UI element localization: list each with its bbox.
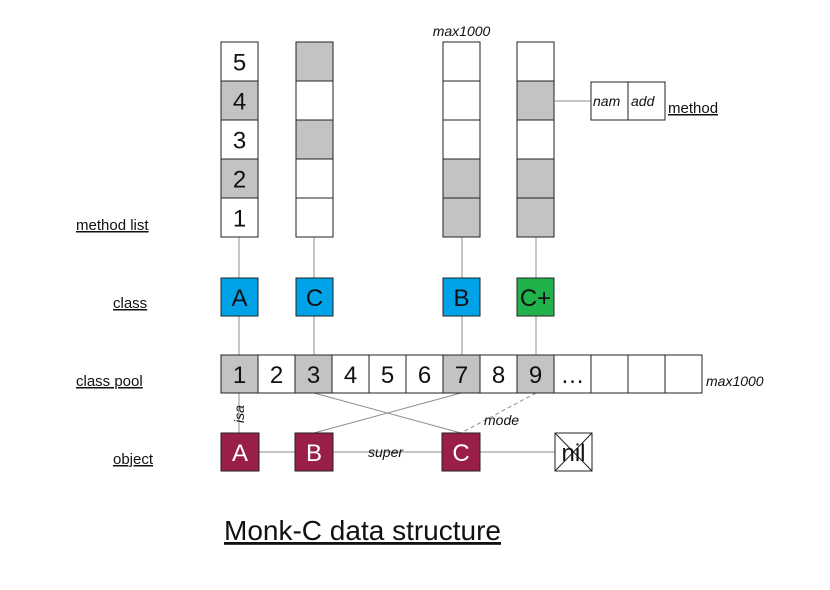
method-detail-label: method	[668, 100, 718, 117]
class-box-label: C	[306, 285, 323, 312]
row-label-class-pool: class pool	[76, 373, 143, 390]
nil-text: nil	[561, 440, 585, 467]
method-slot	[516, 80, 555, 121]
class-pool-slot-number: 6	[418, 362, 431, 389]
class-box	[220, 277, 259, 317]
method-slot	[442, 197, 481, 238]
class-pool-slot	[627, 354, 666, 394]
class-box-label: A	[231, 285, 247, 312]
edge-label-super: super	[368, 444, 404, 460]
class-pool-slot	[553, 354, 592, 394]
class-box	[516, 277, 555, 317]
method-slot-number: 5	[233, 50, 246, 77]
class-boxes: A C B C+	[220, 277, 555, 317]
method-detail: nam add method	[590, 81, 718, 121]
method-slot	[220, 158, 259, 199]
class-pool-slot	[516, 354, 555, 394]
method-slot	[516, 158, 555, 199]
object-box	[294, 432, 334, 472]
method-slot-number: 2	[233, 167, 246, 194]
method-detail-name-cell	[590, 81, 629, 121]
class-pool-slot	[479, 354, 518, 394]
class-pool-slot-number: …	[561, 362, 585, 389]
method-slot	[442, 80, 481, 121]
method-slot	[442, 119, 481, 160]
method-slot	[295, 80, 334, 121]
class-box	[442, 277, 481, 317]
method-slot	[295, 119, 334, 160]
method-slot	[442, 158, 481, 199]
class-pool-slot-number: 9	[529, 362, 542, 389]
object-box-label: A	[232, 440, 248, 467]
class-pool-slot-number: 4	[344, 362, 357, 389]
class-pool-max-label: max1000	[706, 373, 764, 389]
class-pool-slot-number: 5	[381, 362, 394, 389]
class-pool-slot	[220, 354, 259, 394]
object-box-label: C	[452, 440, 469, 467]
method-slot	[442, 41, 481, 82]
method-slot	[516, 41, 555, 82]
class-pool-slot	[590, 354, 629, 394]
method-slot-number: 1	[233, 206, 246, 233]
connector-mode	[460, 392, 537, 434]
method-slot	[295, 158, 334, 199]
row-label-class: class	[113, 295, 147, 312]
connectors	[238, 100, 591, 453]
method-detail-address-text: add	[631, 93, 656, 109]
class-pool-slot-number: 3	[307, 362, 320, 389]
class-pool-slot-number: 1	[233, 362, 246, 389]
class-pool-slot	[331, 354, 370, 394]
class-pool-slot-number: 2	[270, 362, 283, 389]
method-slot	[516, 197, 555, 238]
method-detail-name-text: nam	[593, 93, 621, 109]
objects: A B C	[220, 432, 481, 472]
class-box-label: B	[453, 285, 469, 312]
class-pool-slot	[368, 354, 407, 394]
method-slot	[295, 41, 334, 82]
class-pool-slot	[442, 354, 481, 394]
method-list-columns: 5 4 3 2 1 max1000	[220, 23, 555, 238]
method-list-column-3: max1000	[433, 23, 491, 238]
object-box-label: B	[306, 440, 322, 467]
method-detail-address-cell	[627, 81, 666, 121]
nil-cross-line-2	[554, 432, 593, 472]
method-slot	[516, 119, 555, 160]
edge-label-isa: isa	[231, 405, 247, 423]
object-box	[220, 432, 260, 472]
row-label-method-list: method list	[76, 217, 149, 234]
class-pool-slot	[664, 354, 703, 394]
method-slot	[295, 197, 334, 238]
diagram-title: Monk-C data structure	[224, 515, 501, 546]
method-column-header: max1000	[433, 23, 491, 39]
class-pool-slot-number: 8	[492, 362, 505, 389]
connector-pool7-object-b	[313, 392, 462, 434]
method-slot-number: 3	[233, 128, 246, 155]
method-slot-number: 4	[233, 89, 246, 116]
method-list-column-1: 5 4 3 2 1	[220, 41, 259, 238]
class-pool-slot	[257, 354, 296, 394]
class-box-label: C+	[520, 285, 551, 312]
edge-label-mode: mode	[484, 412, 519, 428]
method-slot	[220, 197, 259, 238]
method-list-column-4	[516, 41, 555, 238]
class-pool-slot-number: 7	[455, 362, 468, 389]
row-label-object: object	[113, 451, 154, 468]
object-box	[441, 432, 481, 472]
class-pool-slot	[294, 354, 333, 394]
nil-box: nil	[554, 432, 593, 472]
class-box	[295, 277, 334, 317]
method-list-column-2	[295, 41, 334, 238]
